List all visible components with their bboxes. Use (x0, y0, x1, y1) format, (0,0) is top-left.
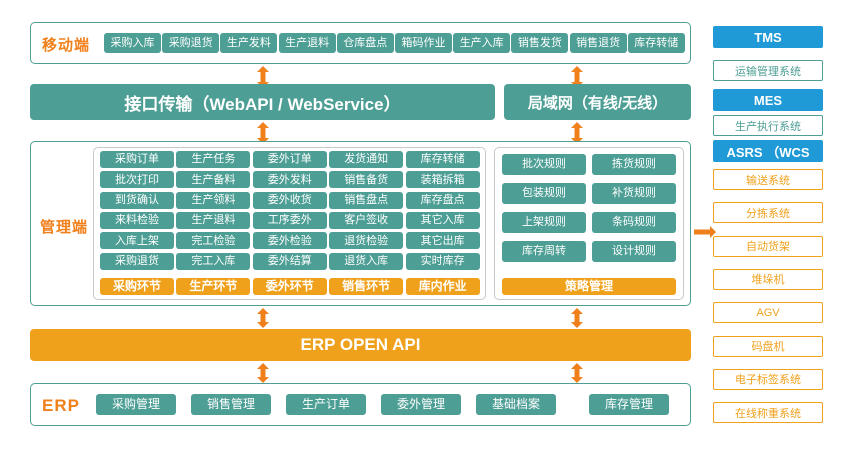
management-left-cell-r3c0[interactable]: 来料检验 (100, 211, 174, 229)
right-column-item-0[interactable]: 输送系统 (713, 169, 823, 190)
management-left-cell-r2c4[interactable]: 库存盘点 (405, 191, 480, 209)
right-column-item-3[interactable]: 堆垛机 (713, 268, 823, 290)
management-left-cell-r5c3[interactable]: 退货入库 (329, 252, 404, 270)
right-column-item-4[interactable]: AGV (713, 302, 823, 324)
management-left-cell-r0c0[interactable]: 采购订单 (100, 151, 174, 168)
management-left-cell-r1c3[interactable]: 销售备货 (329, 171, 404, 189)
arrow-up-down-icon (256, 122, 270, 144)
erp-item-4[interactable]: 基础档案 (476, 394, 556, 415)
mobile-item-2[interactable]: 生产发料 (220, 33, 278, 53)
management-left-cell-r3c3[interactable]: 客户签收 (329, 211, 404, 229)
tms-subsystem: 运输管理系统 (713, 60, 823, 81)
mobile-item-7[interactable]: 销售发货 (511, 33, 569, 53)
mobile-item-1[interactable]: 采购退货 (162, 33, 220, 53)
management-left-cell-r1c0[interactable]: 批次打印 (100, 171, 174, 189)
mobile-item-9[interactable]: 库存转储 (627, 33, 685, 53)
management-left-cell-r0c1[interactable]: 生产任务 (176, 151, 251, 168)
arrow-up-down-icon (256, 308, 270, 328)
management-right-cell-r1c1[interactable]: 补货规则 (592, 183, 676, 204)
management-right-cell-r1c0[interactable]: 包装规则 (502, 183, 586, 204)
arrow-up-down-icon (570, 66, 584, 88)
management-left-cell-r2c0[interactable]: 到货确认 (100, 191, 174, 209)
management-left-cell-r4c0[interactable]: 入库上架 (100, 232, 174, 250)
arrow-up-down-icon (570, 308, 584, 328)
mobile-item-6[interactable]: 生产入库 (453, 33, 511, 53)
arrow-up-down-icon (570, 363, 584, 383)
management-left-footer-1[interactable]: 生产环节 (176, 278, 251, 295)
management-left-cell-r1c1[interactable]: 生产备料 (176, 171, 251, 189)
management-left-cell-r5c2[interactable]: 委外结算 (252, 252, 327, 270)
asrs-header: ASRS （WCS (713, 140, 823, 162)
mobile-item-0[interactable]: 采购入库 (104, 33, 161, 53)
management-left-cell-r0c2[interactable]: 委外订单 (252, 151, 327, 168)
management-left-cell-r4c4[interactable]: 其它出库 (405, 232, 480, 250)
erp-inventory-management-button[interactable]: 库存管理 (589, 394, 669, 415)
management-left-footer-0[interactable]: 采购环节 (100, 278, 174, 295)
right-column-item-5[interactable]: 码盘机 (713, 335, 823, 357)
mobile-item-4[interactable]: 仓库盘点 (336, 33, 394, 53)
management-left-footer-3[interactable]: 销售环节 (329, 278, 404, 295)
management-left-cell-r1c2[interactable]: 委外发料 (252, 171, 327, 189)
right-column-item-7[interactable]: 在线称重系统 (713, 402, 823, 424)
mobile-item-3[interactable]: 生产退料 (278, 33, 336, 53)
mes-subsystem: 生产执行系统 (713, 115, 823, 136)
management-left-footer-2[interactable]: 委外环节 (252, 278, 327, 295)
arrow-up-down-icon (256, 363, 270, 383)
management-right-cell-r3c1[interactable]: 设计规则 (592, 241, 676, 262)
management-left-cell-r2c2[interactable]: 委外收货 (252, 191, 327, 209)
management-left-footer-4[interactable]: 库内作业 (405, 278, 480, 295)
right-column-item-1[interactable]: 分拣系统 (713, 202, 823, 224)
mes-header: MES (713, 89, 823, 111)
management-left-cell-r3c2[interactable]: 工序委外 (252, 211, 327, 229)
mobile-item-5[interactable]: 箱码作业 (395, 33, 452, 53)
right-column-item-2[interactable]: 自动货架 (713, 235, 823, 257)
erp-panel-label: ERP (42, 396, 80, 415)
management-left-cell-r4c1[interactable]: 完工检验 (176, 232, 251, 250)
erp-item-2[interactable]: 生产订单 (286, 394, 366, 415)
arrow-right-icon (694, 225, 716, 239)
strategy-management-button[interactable]: 策略管理 (502, 278, 676, 295)
management-right-cell-r2c1[interactable]: 条码规则 (592, 212, 676, 233)
management-right-cell-r0c0[interactable]: 批次规则 (502, 154, 586, 175)
tms-header: TMS (713, 26, 823, 48)
management-left-cell-r0c3[interactable]: 发货通知 (329, 151, 404, 168)
management-left-cell-r5c4[interactable]: 实时库存 (405, 252, 480, 270)
management-left-cell-r3c1[interactable]: 生产退料 (176, 211, 251, 229)
management-left-cell-r5c1[interactable]: 完工入库 (176, 252, 251, 270)
mobile-item-8[interactable]: 销售退货 (569, 33, 627, 53)
management-left-cell-r5c0[interactable]: 采购退货 (100, 252, 174, 270)
interface-transfer-bar: 接口传输（WebAPI / WebService） (30, 84, 495, 120)
erp-item-0[interactable]: 采购管理 (96, 394, 176, 415)
erp-item-1[interactable]: 销售管理 (191, 394, 271, 415)
management-left-cell-r2c1[interactable]: 生产领料 (176, 191, 251, 209)
arrow-up-down-icon (570, 122, 584, 144)
erp-item-3[interactable]: 委外管理 (381, 394, 461, 415)
arrow-up-down-icon (256, 66, 270, 88)
mobile-panel-label: 移动端 (42, 37, 91, 54)
right-column-item-6[interactable]: 电子标签系统 (713, 368, 823, 390)
management-left-cell-r0c4[interactable]: 库存转储 (405, 151, 480, 168)
management-right-cell-r2c0[interactable]: 上架规则 (502, 212, 586, 233)
management-right-cell-r0c1[interactable]: 拣货规则 (592, 154, 676, 175)
management-left-cell-r1c4[interactable]: 装箱拆箱 (405, 171, 480, 189)
management-right-cell-r3c0[interactable]: 库存周转 (502, 241, 586, 262)
management-panel-label: 管理端 (40, 219, 89, 236)
management-left-cell-r4c3[interactable]: 退货检验 (329, 232, 404, 250)
management-left-cell-r3c4[interactable]: 其它入库 (405, 211, 480, 229)
management-left-cell-r2c3[interactable]: 销售盘点 (329, 191, 404, 209)
erp-open-api-bar: ERP OPEN API (30, 329, 691, 361)
management-left-cell-r4c2[interactable]: 委外检验 (252, 232, 327, 250)
lan-bar: 局域网（有线/无线） (504, 84, 691, 120)
